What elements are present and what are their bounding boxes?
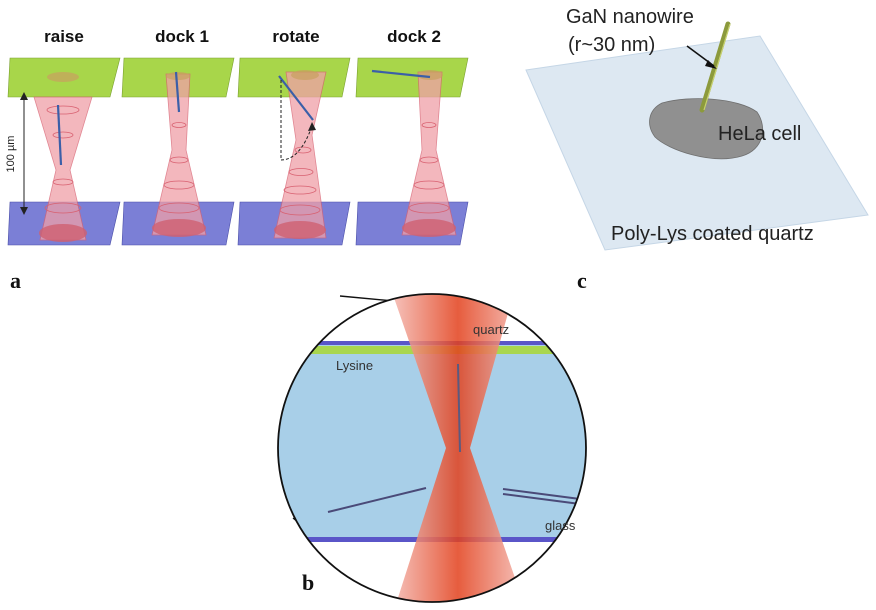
beam-ring <box>46 105 80 115</box>
nanowire <box>278 75 314 121</box>
magnifier-circle <box>277 293 587 603</box>
panel-b: quartz Lysine glass b <box>277 293 587 603</box>
beam-ring <box>294 146 312 154</box>
beam-ring <box>419 156 439 164</box>
nanowire-label-line2: (r~30 nm) <box>568 34 655 56</box>
nanowire-label-line1: GaN nanowire <box>566 6 694 28</box>
beam-ring <box>52 178 74 186</box>
scale-arrow-up <box>20 92 28 100</box>
step-title-rotate: rotate <box>272 27 319 46</box>
trapping-beam <box>392 294 524 602</box>
cell-label: HeLa cell <box>718 123 801 145</box>
step-dock-1: dock 1 <box>121 27 235 246</box>
step-title-dock-2: dock 2 <box>387 27 441 46</box>
trapped-nanowire <box>457 363 461 453</box>
panel-letter-a: a <box>10 268 21 293</box>
beam-ring <box>169 156 189 164</box>
top-plate <box>355 57 469 98</box>
step-rotate: rotate <box>237 27 351 246</box>
beam-ring <box>413 180 445 190</box>
beam-spot-top <box>417 70 443 80</box>
beam-spot-top <box>166 72 190 80</box>
beam-ring <box>163 180 195 190</box>
rotation-arrow <box>308 122 316 131</box>
beam-ring <box>52 131 74 139</box>
free-nanowire <box>502 488 581 500</box>
scale-label: 100 µm <box>5 136 17 173</box>
scale-arrow-down <box>20 207 28 215</box>
panel-letter-b: b <box>302 570 314 595</box>
lysine-label: Lysine <box>336 358 373 373</box>
panel-c: GaN nanowire (r~30 nm) HeLa cell Poly-Ly… <box>525 6 869 293</box>
beam-spot-bottom <box>152 219 206 237</box>
laser-beam <box>273 71 327 239</box>
step-dock-2: dock 2 <box>355 27 469 246</box>
beam-spot-bottom <box>402 219 456 237</box>
beam-ring <box>283 185 317 195</box>
laser-beam <box>151 73 207 236</box>
gan-nanowire-highlight <box>703 23 731 111</box>
label-pointer-arrowhead <box>705 60 717 69</box>
step-title-dock-1: dock 1 <box>155 27 209 46</box>
beam-ring <box>158 202 200 214</box>
beam-spot-top <box>47 72 79 82</box>
hela-cell <box>649 98 764 160</box>
glass-label: glass <box>545 518 576 533</box>
step-title-raise: raise <box>44 27 84 46</box>
beam-ring <box>279 204 321 216</box>
beam-spot-bottom <box>274 221 326 239</box>
substrate-label: Poly-Lys coated quartz <box>611 223 814 245</box>
nanowire <box>174 71 181 113</box>
beam-spot-bottom <box>39 224 87 242</box>
beam-ring <box>408 202 450 214</box>
panel-a: raise 100 µm dock 1 <box>5 27 469 293</box>
beam-ring <box>421 122 437 128</box>
laser-beam <box>401 71 457 236</box>
beam-spot-top <box>291 70 319 80</box>
magnified-view <box>278 294 586 602</box>
quartz-label: quartz <box>473 322 509 337</box>
panel-letter-c: c <box>577 268 587 293</box>
beam-ring <box>44 202 82 214</box>
nanowire <box>56 104 63 166</box>
free-nanowire <box>502 493 581 505</box>
laser-beam <box>33 96 93 241</box>
beam-ring <box>288 168 314 176</box>
nanowire <box>371 69 431 79</box>
beam-ring <box>171 122 187 128</box>
step-raise: raise 100 µm <box>5 27 121 246</box>
free-nanowire <box>327 487 427 513</box>
